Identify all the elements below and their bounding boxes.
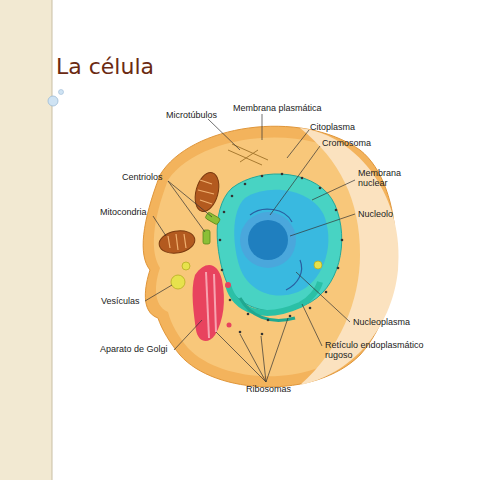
ribosomes	[341, 239, 344, 242]
part-label: Nucleoplasma	[353, 317, 410, 327]
leader-lines	[240, 334, 266, 382]
leader-lines	[270, 146, 320, 215]
golgi	[225, 282, 231, 288]
leader-lines	[216, 332, 266, 382]
mitochondria	[191, 170, 223, 214]
ribosomes	[231, 195, 234, 198]
ribosomes	[261, 175, 264, 178]
leader-lines	[168, 181, 205, 232]
part-label: Vesículas	[101, 296, 140, 306]
golgi	[193, 265, 224, 341]
rough-er	[228, 282, 320, 320]
microtubules	[232, 144, 268, 160]
ribosomes	[319, 187, 322, 190]
leader-lines	[312, 180, 355, 200]
vesicles	[182, 262, 190, 270]
golgi	[206, 272, 209, 338]
ribosomes	[223, 211, 226, 214]
leader-lines	[174, 320, 202, 350]
ribosomes	[301, 177, 304, 180]
rough-er	[240, 298, 295, 320]
mitochondria	[157, 170, 222, 256]
part-label: Retículo endoplasmático rugoso	[325, 340, 425, 360]
ribosomes	[289, 315, 292, 318]
centrioles	[205, 212, 221, 225]
golgi	[227, 323, 232, 328]
page-title: La célula	[56, 54, 154, 79]
microtubules	[228, 150, 262, 165]
ribosomes	[229, 299, 232, 302]
leader-lines	[145, 285, 172, 301]
part-label: Membrana nuclear	[358, 168, 413, 188]
leader-lines	[296, 272, 350, 322]
ribosomes	[244, 183, 247, 186]
side-strip	[0, 0, 52, 480]
vesicles	[314, 261, 322, 269]
part-label: Cromosoma	[322, 138, 371, 148]
leader-lines	[145, 114, 355, 382]
ribosomes	[219, 239, 222, 242]
side-strip	[52, 0, 53, 480]
part-label: Citoplasma	[310, 122, 355, 132]
leader-lines	[153, 216, 166, 236]
golgi	[193, 265, 232, 341]
mitochondria	[168, 234, 186, 250]
nucleus	[250, 209, 292, 222]
part-label: Mitocondria	[100, 207, 147, 217]
ribosomes	[239, 331, 242, 334]
leader-lines	[266, 318, 288, 382]
ribosomes	[309, 307, 312, 310]
ribosomes	[214, 173, 344, 336]
side-strip	[48, 96, 58, 106]
rough-er	[228, 282, 320, 313]
nucleus	[248, 220, 288, 260]
leader-lines	[262, 114, 263, 140]
golgi	[214, 274, 216, 332]
part-label: Nucleolo	[358, 209, 393, 219]
ribosomes	[281, 173, 284, 176]
side-strip	[59, 90, 64, 95]
leader-lines	[208, 119, 240, 150]
ribosomes	[247, 313, 250, 316]
part-label: Membrana plasmática	[233, 103, 322, 113]
mitochondria	[198, 180, 214, 204]
leader-lines	[302, 304, 322, 346]
nucleus	[234, 190, 328, 296]
microtubules	[240, 150, 258, 162]
part-label: Microtúbulos	[166, 110, 217, 120]
side-strip	[0, 0, 64, 480]
ribosomes	[325, 291, 328, 294]
ribosomes	[261, 333, 264, 336]
part-label: Centriolos	[122, 172, 163, 182]
nucleus	[240, 212, 296, 268]
ribosomes	[335, 209, 338, 212]
vesicles	[171, 275, 185, 289]
centrioles	[203, 230, 210, 244]
leader-lines	[290, 214, 355, 236]
microtubules	[228, 144, 268, 165]
part-label: Ribosomas	[246, 384, 291, 394]
leader-lines	[261, 336, 266, 382]
ribosomes	[221, 269, 224, 272]
leader-lines	[287, 130, 309, 158]
part-label: Aparato de Golgi	[100, 344, 168, 354]
ribosomes	[267, 319, 270, 322]
ribosomes	[337, 267, 340, 270]
